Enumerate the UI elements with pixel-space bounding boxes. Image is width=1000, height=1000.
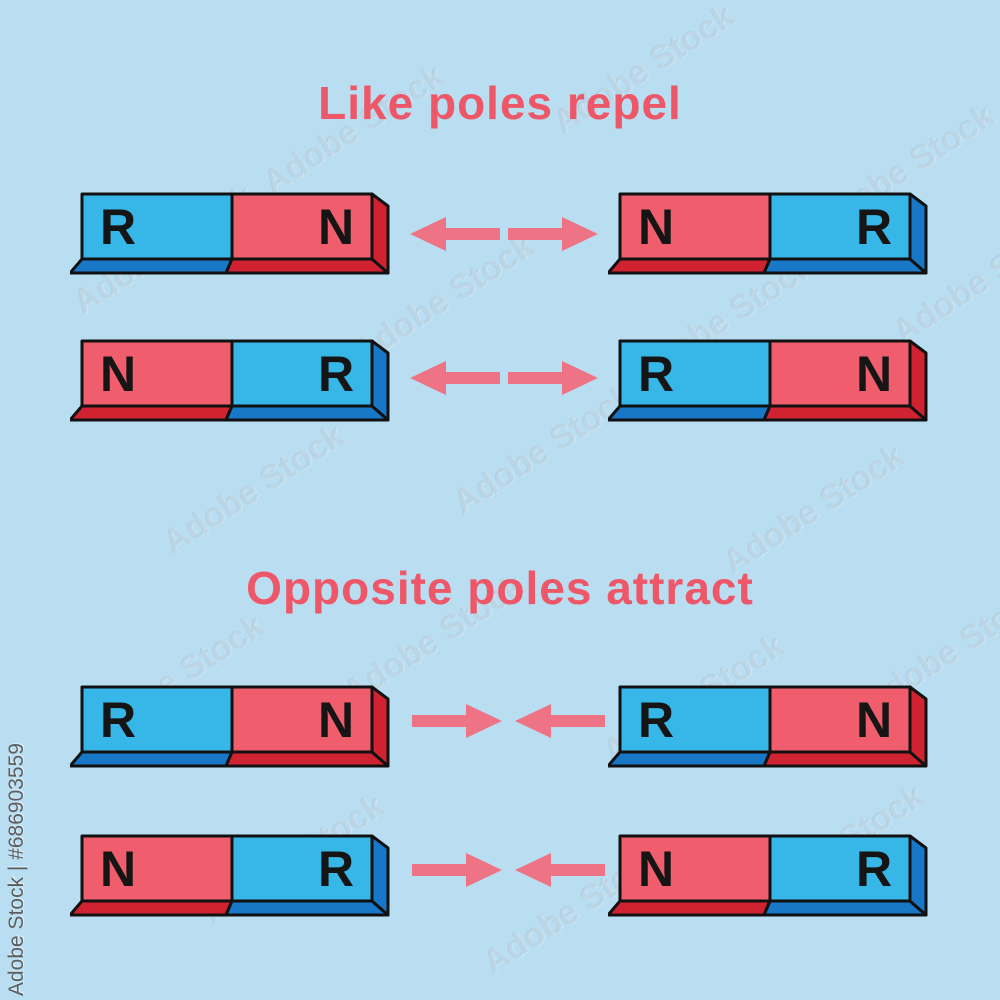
pole-label-right: R <box>856 841 892 897</box>
magnet-attract-row2-right: N R <box>608 834 928 917</box>
pole-label-left: N <box>100 346 136 402</box>
pole-label-left: N <box>638 841 674 897</box>
pole-label-right: N <box>856 692 892 748</box>
magnet-right-pole <box>230 339 374 408</box>
pole-label-right: R <box>856 199 892 255</box>
pole-label-right: R <box>318 841 354 897</box>
magnet-bottom-right-face <box>762 899 928 917</box>
arrow-shape <box>412 853 502 887</box>
watermark-id-text: Adobe Stock | #686903559 <box>5 743 28 996</box>
magnet-bottom-right-face <box>224 750 390 768</box>
repel-arrow-left <box>410 361 500 395</box>
pole-label-left: N <box>100 841 136 897</box>
arrow-shape <box>412 704 502 738</box>
magnet-right-pole <box>230 192 374 261</box>
repel-arrow-right <box>508 361 598 395</box>
magnet-end-face <box>908 192 928 275</box>
pole-label-left: R <box>638 692 674 748</box>
magnet-end-face <box>908 339 928 422</box>
magnet-repel-row2-left: N R <box>70 339 390 422</box>
magnet-right-pole <box>768 192 912 261</box>
pole-label-left: R <box>638 346 674 402</box>
arrow-shape <box>508 361 598 395</box>
magnet-bottom-left-face <box>70 257 234 275</box>
repel-arrow-right <box>508 217 598 251</box>
magnet-end-face <box>370 339 390 422</box>
magnet-bottom-right-face <box>762 257 928 275</box>
magnet-bottom-left-face <box>70 404 234 422</box>
magnet-bottom-left-face <box>70 899 234 917</box>
attract-arrow-left <box>412 853 502 887</box>
pole-label-left: R <box>100 199 136 255</box>
magnet-bottom-right-face <box>762 404 928 422</box>
magnet-right-pole <box>230 685 374 754</box>
magnet-right-pole <box>230 834 374 903</box>
magnet-bottom-left-face <box>608 257 772 275</box>
magnet-bottom-left-face <box>70 750 234 768</box>
pole-label-right: N <box>318 692 354 748</box>
magnet-end-face <box>370 834 390 917</box>
section-title-like-poles-repel: Like poles repel <box>318 77 682 129</box>
magnet-attract-row1-right: R N <box>608 685 928 768</box>
pole-label-right: N <box>318 199 354 255</box>
arrow-shape <box>515 853 605 887</box>
attract-arrow-left <box>412 704 502 738</box>
magnet-bottom-right-face <box>224 899 390 917</box>
magnet-right-pole <box>768 339 912 408</box>
pole-label-left: N <box>638 199 674 255</box>
magnet-repel-row2-right: R N <box>608 339 928 422</box>
pole-label-right: R <box>318 346 354 402</box>
magnet-attract-row1-left: R N <box>70 685 390 768</box>
pole-label-right: N <box>856 346 892 402</box>
magnet-attract-row2-left: N R <box>70 834 390 917</box>
watermark-text: Adobe Stock <box>716 436 912 582</box>
magnet-end-face <box>370 685 390 768</box>
arrow-shape <box>410 361 500 395</box>
magnet-right-pole <box>768 685 912 754</box>
arrow-shape <box>508 217 598 251</box>
magnet-right-pole <box>768 834 912 903</box>
attract-arrow-right <box>515 704 605 738</box>
magnet-bottom-right-face <box>762 750 928 768</box>
magnet-bottom-right-face <box>224 257 390 275</box>
magnet-bottom-left-face <box>608 404 772 422</box>
magnet-bottom-left-face <box>608 750 772 768</box>
magnet-repel-row1-left: R N <box>70 192 390 275</box>
section-title-opposite-poles-attract: Opposite poles attract <box>246 562 754 614</box>
magnet-end-face <box>908 834 928 917</box>
arrow-shape <box>515 704 605 738</box>
arrow-shape <box>410 217 500 251</box>
attract-arrow-right <box>515 853 605 887</box>
magnet-end-face <box>370 192 390 275</box>
magnet-repel-row1-right: N R <box>608 192 928 275</box>
repel-arrow-left <box>410 217 500 251</box>
magnet-end-face <box>908 685 928 768</box>
magnet-bottom-right-face <box>224 404 390 422</box>
magnet-bottom-left-face <box>608 899 772 917</box>
pole-label-left: R <box>100 692 136 748</box>
watermark-text: Adobe Stock <box>156 416 352 562</box>
